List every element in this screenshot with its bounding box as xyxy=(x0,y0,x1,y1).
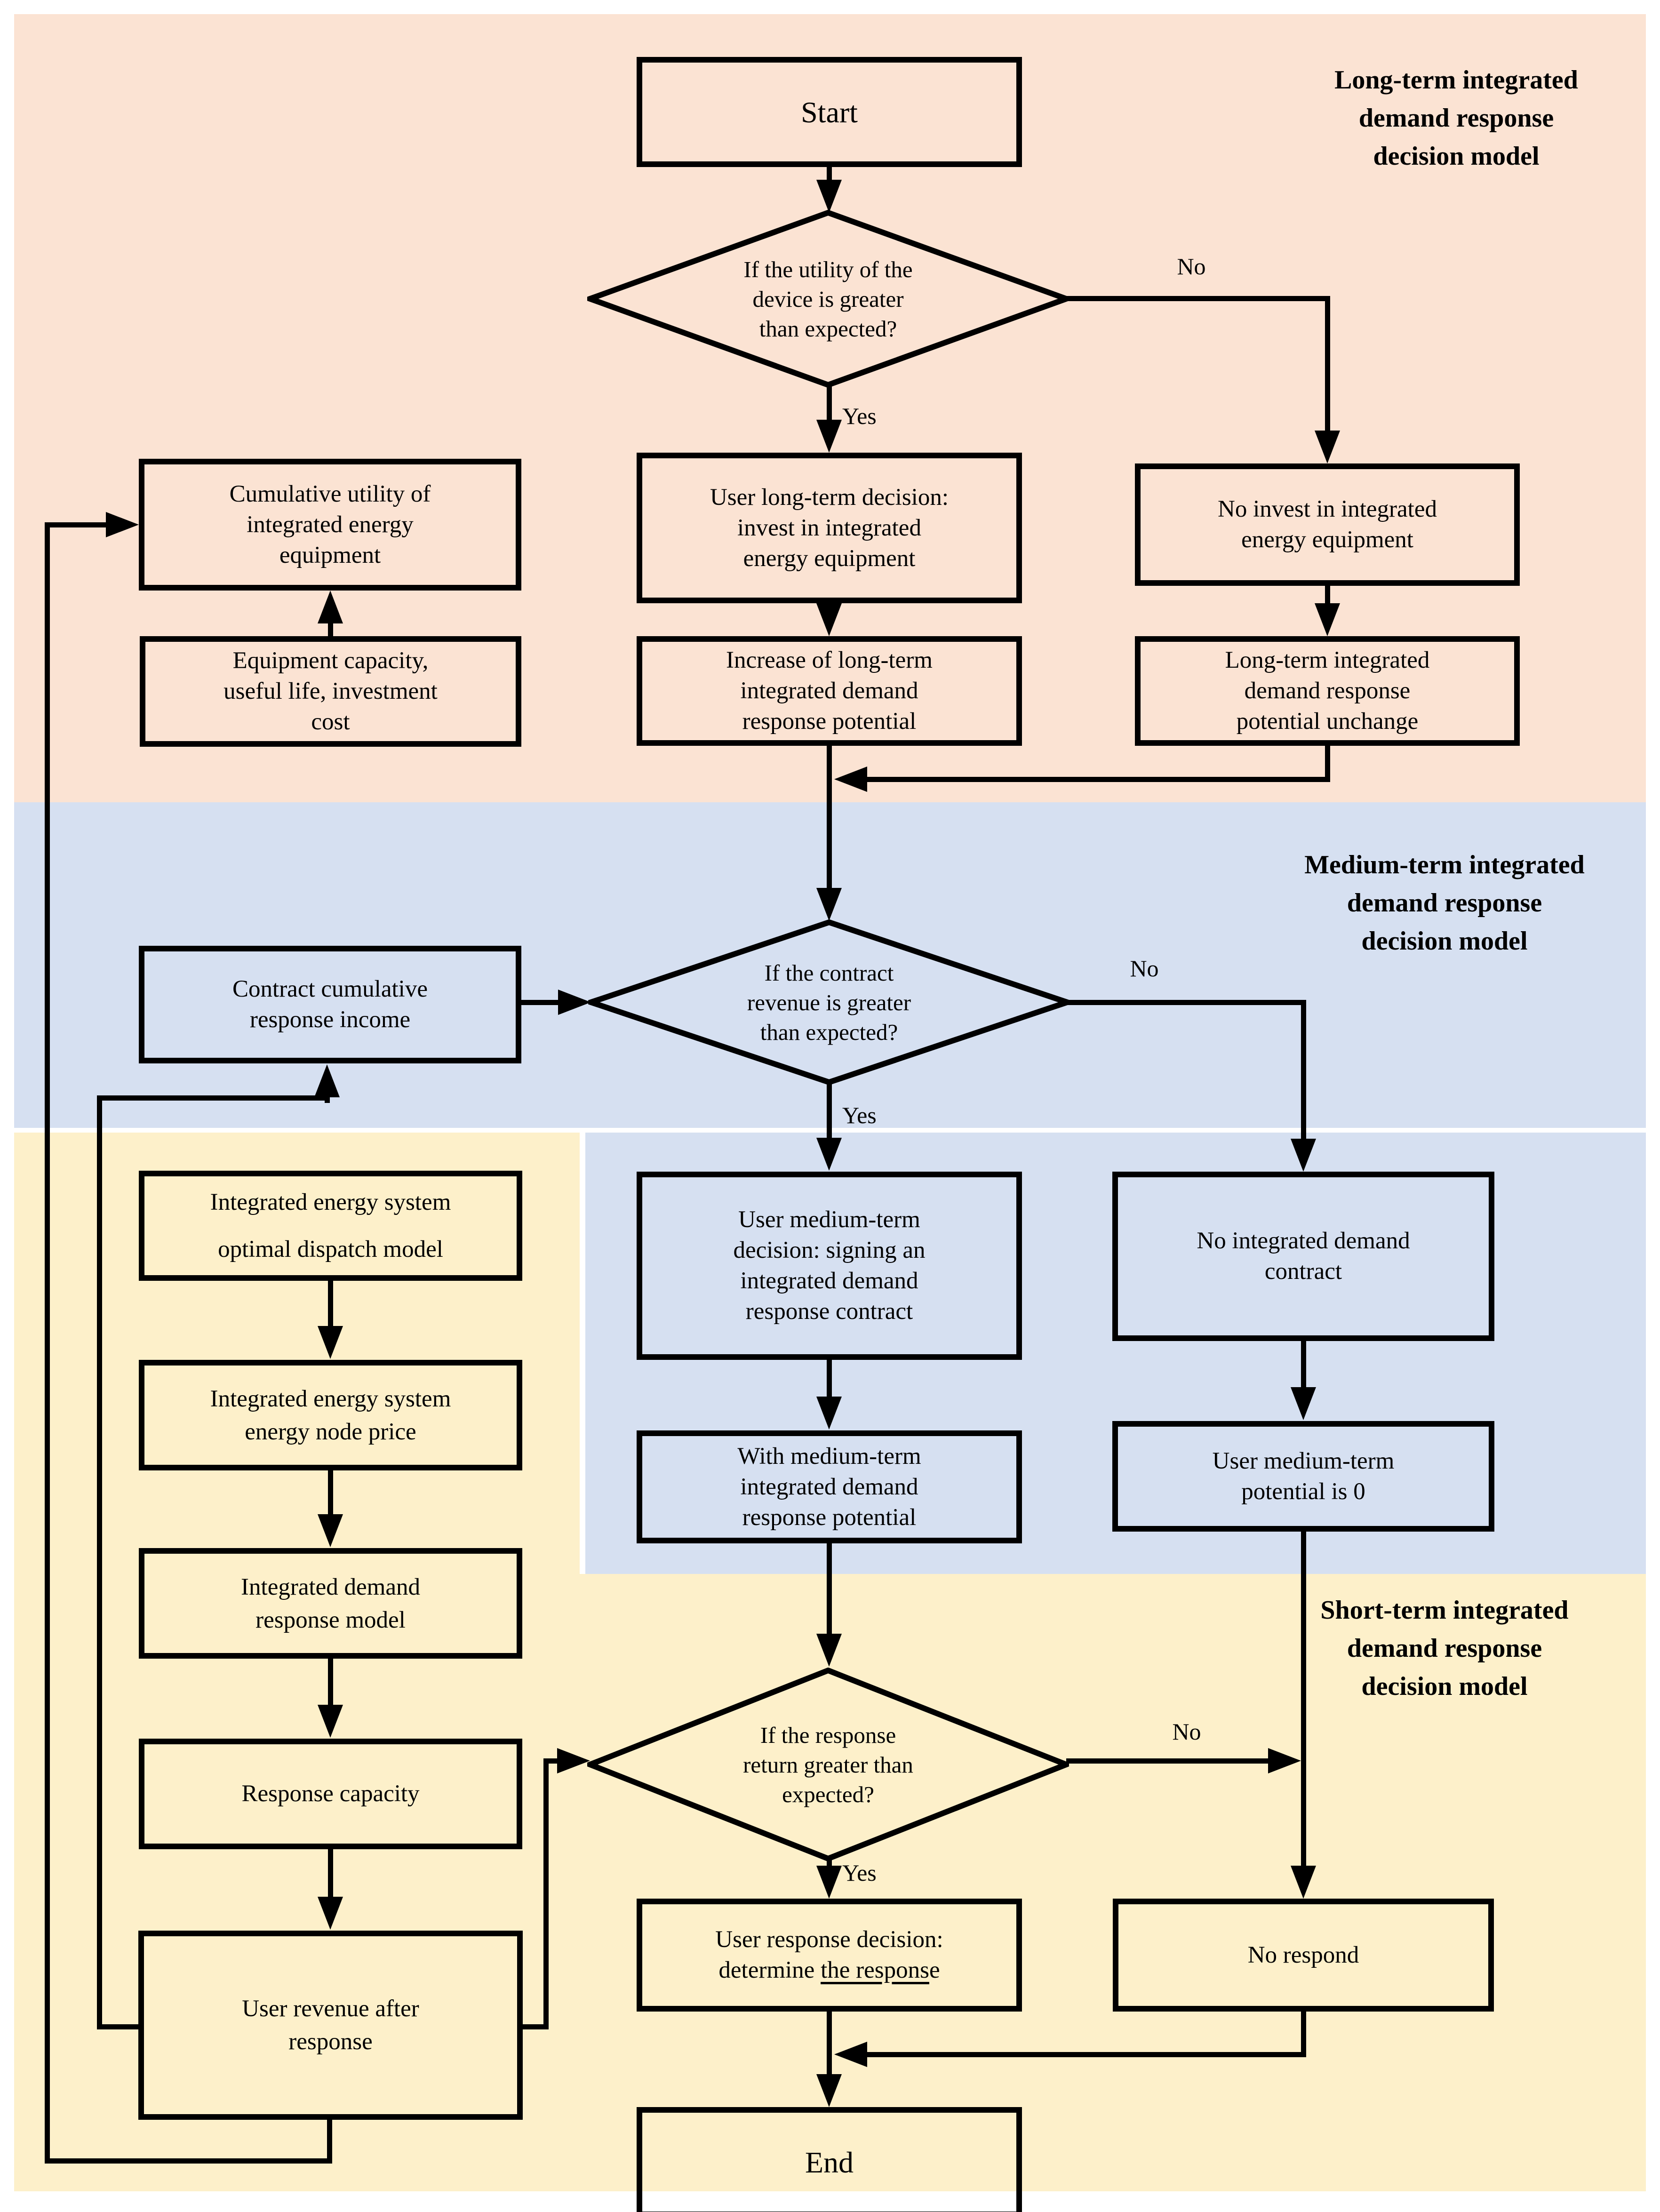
response-decision-text: If the response return greater than expe… xyxy=(743,1722,913,1807)
medium-term-title: Medium-term integrated demand response d… xyxy=(1304,850,1585,956)
arrowhead-utility-decision xyxy=(816,180,842,213)
short-term-title: Short-term integrated demand response de… xyxy=(1320,1596,1569,1701)
edge-dispatch-to-price xyxy=(328,1281,333,1328)
edge-price-to-idr xyxy=(328,1470,333,1516)
edge-user-response-to-end xyxy=(827,2012,832,2074)
arrowhead-cumulative-feedback xyxy=(106,512,139,537)
edge-capacity-to-revenue xyxy=(328,1849,333,1899)
no-invest-node: No invest in integrated energy equipment xyxy=(1135,463,1520,586)
arrowhead-idr-model xyxy=(318,1514,343,1547)
edge-no1-vertical xyxy=(1325,296,1330,432)
arrowhead-contract-income xyxy=(314,1064,340,1097)
arrowhead-no-invest xyxy=(1315,431,1340,463)
label-no-3: No xyxy=(1172,1718,1201,1745)
arrowhead-user-revenue xyxy=(318,1897,343,1930)
edge-start-to-utility-decision xyxy=(827,167,832,182)
arrowhead-no-respond xyxy=(1291,1866,1316,1899)
arrowhead-user-response xyxy=(816,1866,842,1899)
contract-income-node: Contract cumulative response income xyxy=(139,946,521,1063)
contract-decision-diamond xyxy=(588,919,1070,1085)
edge-unchanged-merge-vertical xyxy=(1325,746,1330,782)
edge-contract-income-to-decision xyxy=(521,1000,560,1005)
loop2-vertical xyxy=(97,1095,102,2029)
label-no-2: No xyxy=(1130,955,1159,982)
user-medium-term-node: User medium-term decision: signing an in… xyxy=(637,1172,1022,1360)
end-node: End xyxy=(637,2107,1022,2212)
loop1-vertical-left xyxy=(45,522,50,2164)
label-yes-3: Yes xyxy=(842,1860,877,1886)
loop3-horizontal-from-box xyxy=(523,2024,549,2029)
edge-no-respond-merge-vertical xyxy=(1301,2012,1306,2057)
potential-zero-node: User medium-term potential is 0 xyxy=(1112,1421,1494,1532)
utility-decision-diamond xyxy=(587,210,1069,388)
arrowhead-node-price xyxy=(318,1326,343,1359)
underlined-response-text: the respons xyxy=(821,1957,929,1983)
edge-idr-to-capacity xyxy=(328,1659,333,1707)
edge-yes1-vertical xyxy=(827,385,832,422)
arrowhead-contract-decision-left xyxy=(558,990,591,1015)
edge-zero-to-no-respond xyxy=(1301,1532,1306,1866)
edge-no1-horizontal xyxy=(1066,296,1330,301)
with-potential-node: With medium-term integrated demand respo… xyxy=(637,1430,1022,1543)
arrowhead-contract-decision xyxy=(816,888,842,921)
arrowhead-potential-zero xyxy=(1291,1387,1316,1420)
arrowhead-cumulative-utility xyxy=(318,591,343,623)
arrowhead-end xyxy=(816,2074,842,2107)
start-node: Start xyxy=(637,57,1022,167)
idr-model-node: Integrated demand response model xyxy=(139,1548,522,1659)
arrowhead-user-long-term xyxy=(816,420,842,453)
long-term-title: Long-term integrated demand response dec… xyxy=(1334,65,1578,171)
ies-node-price-node: Integrated energy system energy node pri… xyxy=(139,1360,522,1470)
arrowhead-response-decision xyxy=(816,1634,842,1667)
label-yes-1: Yes xyxy=(842,403,877,429)
arrowhead-response-decision-left xyxy=(557,1748,590,1773)
arrowhead-merge-end xyxy=(834,2042,867,2067)
response-decision-diamond xyxy=(587,1668,1069,1861)
arrowhead-merge-long-term xyxy=(834,767,867,792)
edge-no2-horizontal xyxy=(1067,1000,1303,1005)
edge-no-respond-merge-horizontal xyxy=(867,2052,1303,2057)
no-contract-node: No integrated demand contract xyxy=(1112,1172,1494,1341)
edge-equipment-to-cumulative xyxy=(328,621,333,636)
edge-yes3-vertical xyxy=(827,1859,832,1868)
equipment-inputs-node: Equipment capacity, useful life, investm… xyxy=(140,636,521,747)
loop2-vertical-stub xyxy=(325,1094,330,1103)
loop1-horizontal-bottom xyxy=(45,2158,332,2164)
arrowhead-unchanged xyxy=(1315,603,1340,636)
arrowhead-response-capacity xyxy=(318,1705,343,1738)
no-respond-node: No respond xyxy=(1113,1899,1494,2012)
loop2-horizontal-bottom xyxy=(97,2024,144,2029)
arrowhead-no3-junction xyxy=(1268,1748,1301,1773)
edge-yes2-vertical xyxy=(827,1082,832,1138)
edge-no-invest-to-unchanged xyxy=(1325,586,1330,605)
loop1-horizontal-top xyxy=(45,522,107,527)
edge-increase-to-contract-decision xyxy=(827,746,832,888)
loop1-vertical-right xyxy=(327,2120,332,2164)
edge-no2-vertical xyxy=(1301,1000,1306,1139)
edge-unchanged-merge-horizontal xyxy=(867,777,1330,782)
loop3-vertical xyxy=(543,1761,549,2029)
user-long-term-node: User long-term decision: invest in integ… xyxy=(637,453,1022,603)
edge-no-contract-to-zero xyxy=(1301,1341,1306,1387)
utility-decision-text: If the utility of the device is greater … xyxy=(743,256,913,342)
edge-no3-horizontal xyxy=(1066,1758,1271,1764)
increase-potential-node: Increase of long-term integrated demand … xyxy=(637,636,1022,746)
response-capacity-node: Response capacity xyxy=(139,1739,522,1849)
loop2-horizontal-top xyxy=(97,1095,330,1101)
ies-dispatch-node: Integrated energy system optimal dispatc… xyxy=(139,1171,522,1281)
loop3-horizontal-to-diamond xyxy=(543,1758,562,1764)
arrowhead-user-medium-term xyxy=(816,1138,842,1171)
arrowhead-no-contract xyxy=(1291,1139,1316,1172)
edge-with-potential-to-response-decision xyxy=(827,1543,832,1634)
arrowhead-increase xyxy=(816,603,842,636)
edge-user-medium-to-with-potential xyxy=(827,1360,832,1397)
user-revenue-node: User revenue after response xyxy=(138,1931,523,2120)
cumulative-utility-node: Cumulative utility of integrated energy … xyxy=(139,459,521,591)
label-no-1: No xyxy=(1177,253,1206,279)
user-response-node: User response decision: determine the re… xyxy=(637,1899,1022,2012)
label-yes-2: Yes xyxy=(842,1102,877,1128)
potential-unchanged-node: Long-term integrated demand response pot… xyxy=(1135,636,1520,746)
contract-decision-text: If the contract revenue is greater than … xyxy=(747,959,911,1045)
arrowhead-with-potential xyxy=(816,1397,842,1429)
